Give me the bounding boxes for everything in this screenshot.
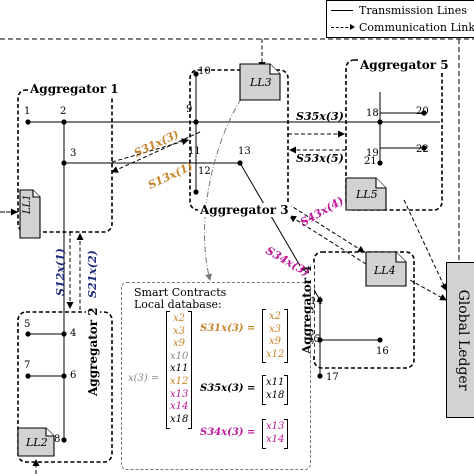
msg-s21: S21x(2): [86, 250, 99, 298]
local-ledger-icons: [17, 63, 407, 457]
ll2-label: LL2: [26, 436, 48, 449]
node-8-label: 8: [54, 434, 61, 445]
msg-s12: S12x(1): [54, 248, 67, 296]
s31-left-bracket: [262, 309, 266, 363]
s31-label: S31x(3) =: [200, 323, 256, 334]
node-1-label: 1: [24, 106, 31, 117]
node-6-label: 6: [70, 370, 77, 381]
solid-line-icon: [331, 9, 353, 11]
node-11-label: 11: [188, 146, 201, 157]
s35-label: S35x(3) =: [200, 383, 256, 394]
msg-s35: S35x(3): [296, 110, 344, 123]
node-13-label: 13: [238, 146, 251, 157]
global-ledger: Global Ledger: [446, 262, 474, 418]
aggregator-3-title: Aggregator 3: [198, 203, 291, 217]
node-18-label: 18: [366, 108, 379, 119]
node-19-label: 19: [366, 148, 379, 159]
node-3-label: 3: [70, 148, 77, 159]
transmission-lines: [28, 74, 440, 440]
legend-communication: Communication Links: [331, 19, 474, 35]
aggregator-5-title: Aggregator 5: [358, 58, 451, 72]
smart-contracts-title: Smart Contracts Local database:: [134, 287, 226, 311]
msg-s53: S53x(5): [296, 152, 344, 165]
node-7-label: 7: [24, 360, 31, 371]
node-4-label: 4: [70, 328, 77, 339]
node-22-label: 22: [416, 144, 429, 155]
smart-contracts-line1: Smart Contracts: [134, 286, 227, 299]
node-12-label: 12: [198, 166, 211, 177]
aggregator-1-title: Aggregator 1: [28, 82, 121, 96]
node-21-label: 21: [364, 156, 377, 167]
dashed-arrow-icon: [331, 23, 355, 30]
smart-contracts-panel: Smart Contracts Local database: x(3) = x…: [121, 282, 311, 470]
x3-right-bracket: [188, 311, 192, 429]
s31-right-bracket: [284, 309, 288, 363]
smart-contract-link: [204, 89, 249, 281]
node-16-label: 16: [376, 346, 389, 357]
ll3-label: LL3: [250, 76, 272, 89]
aggregator-2-title: Aggregator 2: [86, 305, 100, 398]
ll5-label: LL5: [356, 188, 378, 201]
x3-label: x(3) =: [128, 373, 160, 384]
node-15-label: 15: [308, 334, 321, 345]
s31-vector: x2 x3 x9 x12: [266, 311, 285, 360]
node-17-label: 17: [326, 372, 339, 383]
legend-transmission: Transmission Lines: [331, 2, 467, 18]
smart-contracts-line2: Local database:: [134, 298, 222, 311]
ll4-label: LL4: [374, 264, 396, 277]
s34-right-bracket: [284, 419, 288, 449]
s34-label: S34x(3) =: [200, 427, 256, 438]
node-9-label: 9: [186, 104, 193, 115]
node-2-label: 2: [60, 106, 67, 117]
global-ledger-label: Global Ledger: [455, 289, 471, 391]
s34-vector: x13 x14: [266, 421, 285, 445]
communication-links: [6, 39, 447, 474]
aggregator-2-box: [17, 311, 113, 463]
legend-communication-label: Communication Links: [359, 20, 474, 34]
node-5-label: 5: [24, 319, 31, 330]
s35-left-bracket: [262, 375, 266, 405]
x3-left-bracket: [166, 311, 170, 429]
aggregator-3-box: [189, 69, 289, 211]
s34-left-bracket: [262, 419, 266, 449]
s35-right-bracket: [284, 375, 288, 405]
legend-transmission-label: Transmission Lines: [359, 3, 467, 17]
s35-vector: x11 x18: [266, 377, 285, 401]
bus-nodes: [25, 71, 427, 443]
ll1-label: LL1: [22, 194, 33, 214]
node-14-label: 14: [310, 296, 323, 307]
x3-vector: x2 x3 x9 x10 x11 x12 x13 x14 x18: [170, 313, 189, 425]
node-20-label: 20: [416, 106, 429, 117]
node-10-label: 10: [198, 66, 211, 77]
legend: Transmission Lines Communication Links: [326, 0, 474, 38]
